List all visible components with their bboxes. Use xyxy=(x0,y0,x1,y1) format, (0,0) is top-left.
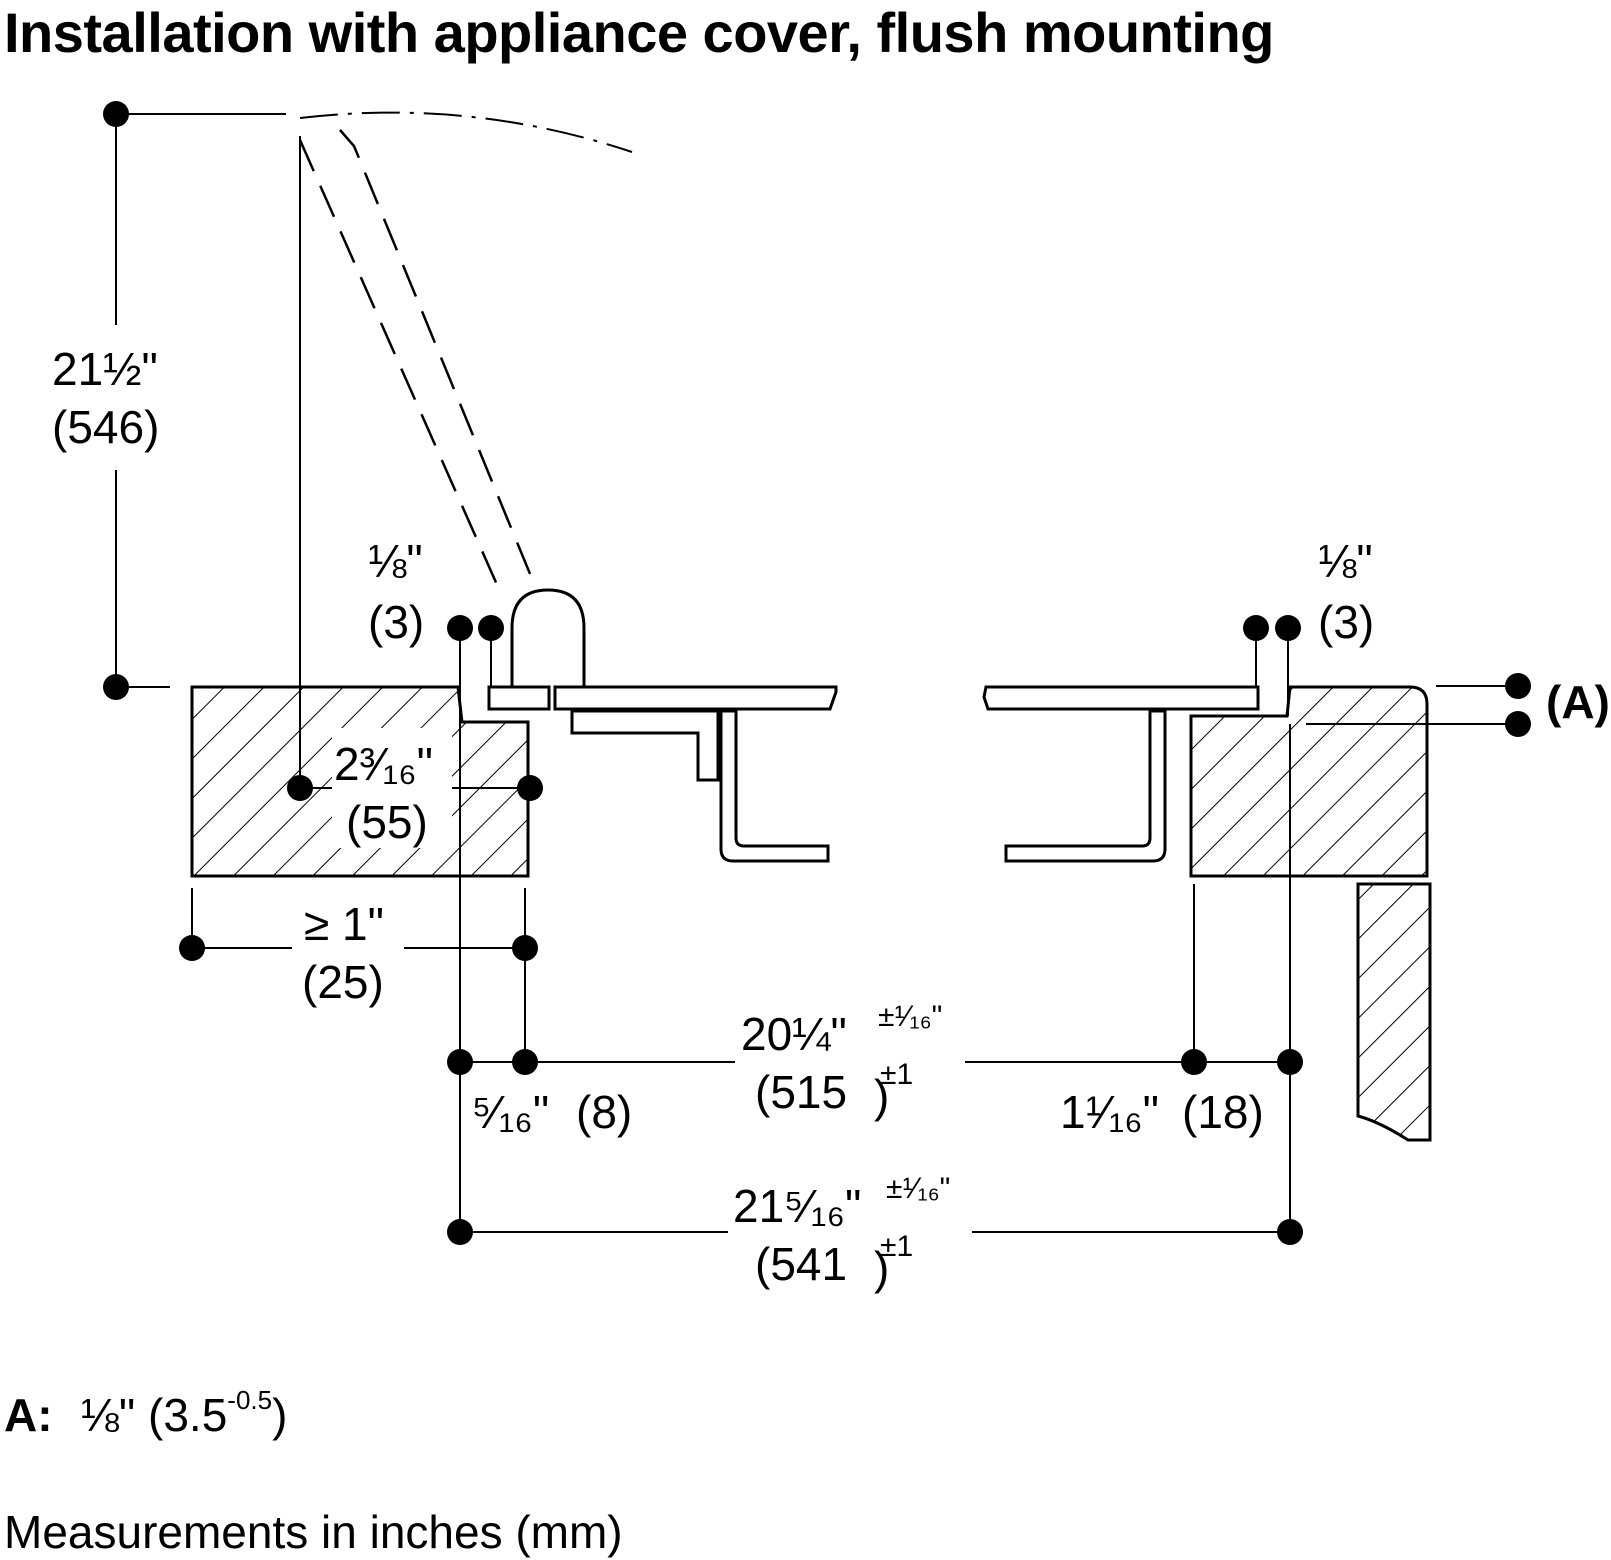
left-offset-mm: (8) xyxy=(576,1086,632,1138)
right-offset-in: 1¹⁄₁₆" xyxy=(1060,1086,1159,1138)
a-marker: (A) xyxy=(1546,676,1610,728)
right-bracket-hook xyxy=(1004,709,1167,863)
overall-tol-mm: ±1 xyxy=(880,1230,913,1263)
right-cabinet-side xyxy=(1356,882,1432,1142)
cutout-tol-in: ±¹⁄₁₆" xyxy=(878,1000,942,1033)
a-dim-dot-bottom xyxy=(1505,711,1531,737)
cutout-dot-4 xyxy=(1277,1049,1303,1075)
note-a-value: ⅛" (3.5 xyxy=(80,1389,228,1441)
left-offset-in: ⁵⁄₁₆" xyxy=(472,1086,549,1138)
gap-right-mm: (3) xyxy=(1318,596,1374,648)
front-dim-dot-left xyxy=(179,935,205,961)
gap-right-dot-2 xyxy=(1275,615,1301,641)
cover-swing-arc xyxy=(299,111,633,153)
depth-dim-dot-right xyxy=(517,775,543,801)
gap-left-mm: (3) xyxy=(368,596,424,648)
front-dim-mm: (25) xyxy=(302,956,384,1008)
cutout-mm: (515 xyxy=(755,1066,847,1118)
front-dim-in: ≥ 1" xyxy=(304,898,384,950)
appliance-cover-knob xyxy=(510,588,586,686)
note-a-key: A: xyxy=(4,1389,53,1441)
right-offset-mm: (18) xyxy=(1182,1086,1264,1138)
overall-dot-right xyxy=(1277,1219,1303,1245)
height-dim-in: 21½" xyxy=(52,343,158,395)
overall-in: 21⁵⁄₁₆" xyxy=(733,1180,861,1232)
left-bracket-inner xyxy=(570,709,720,782)
cutout-mm-close: ) xyxy=(874,1070,889,1122)
overall-dot-left xyxy=(447,1219,473,1245)
a-dim-dot-top xyxy=(1505,673,1531,699)
cover-open-dash-2 xyxy=(339,129,537,587)
left-frame-strip xyxy=(487,685,551,711)
cutout-tol-mm: ±1 xyxy=(880,1058,913,1091)
cutout-dot-1 xyxy=(447,1049,473,1075)
depth-dim-in: 2³⁄₁₆" xyxy=(334,738,433,790)
depth-dim-dot-left xyxy=(287,775,313,801)
gap-left-dot-1 xyxy=(447,615,473,641)
cutout-dot-2 xyxy=(512,1049,538,1075)
gap-right-dot-1 xyxy=(1243,615,1269,641)
depth-dim-mm: (55) xyxy=(346,796,428,848)
note-a-close: ) xyxy=(272,1389,288,1441)
height-dim-mm: (546) xyxy=(52,401,159,453)
right-countertop xyxy=(1189,685,1429,878)
cover-open-dash-1 xyxy=(298,139,504,597)
gap-left-in: ⅛" xyxy=(368,535,423,587)
note-a: A: ⅛" (3.5-0.5) xyxy=(4,1385,287,1442)
page-title: Installation with appliance cover, flush… xyxy=(4,1,1274,64)
overall-mm: (541 xyxy=(755,1238,847,1290)
cutout-dot-3 xyxy=(1181,1049,1207,1075)
overall-tol-in: ±¹⁄₁₆" xyxy=(886,1172,950,1205)
left-bracket-hook xyxy=(719,709,830,863)
gap-left-dot-2 xyxy=(478,615,504,641)
overall-mm-close: ) xyxy=(874,1242,889,1294)
height-dim-dot-top xyxy=(103,101,129,127)
cutout-in: 20¼" xyxy=(741,1008,847,1060)
right-glass-top xyxy=(982,685,1260,711)
note-a-sup: -0.5 xyxy=(227,1385,273,1415)
front-dim-dot-right xyxy=(512,935,538,961)
units-note: Measurements in inches (mm) xyxy=(4,1506,623,1558)
left-glass-top xyxy=(553,685,838,711)
gap-right-in: ⅛" xyxy=(1318,535,1373,587)
height-dim-dot-bottom xyxy=(103,674,129,700)
